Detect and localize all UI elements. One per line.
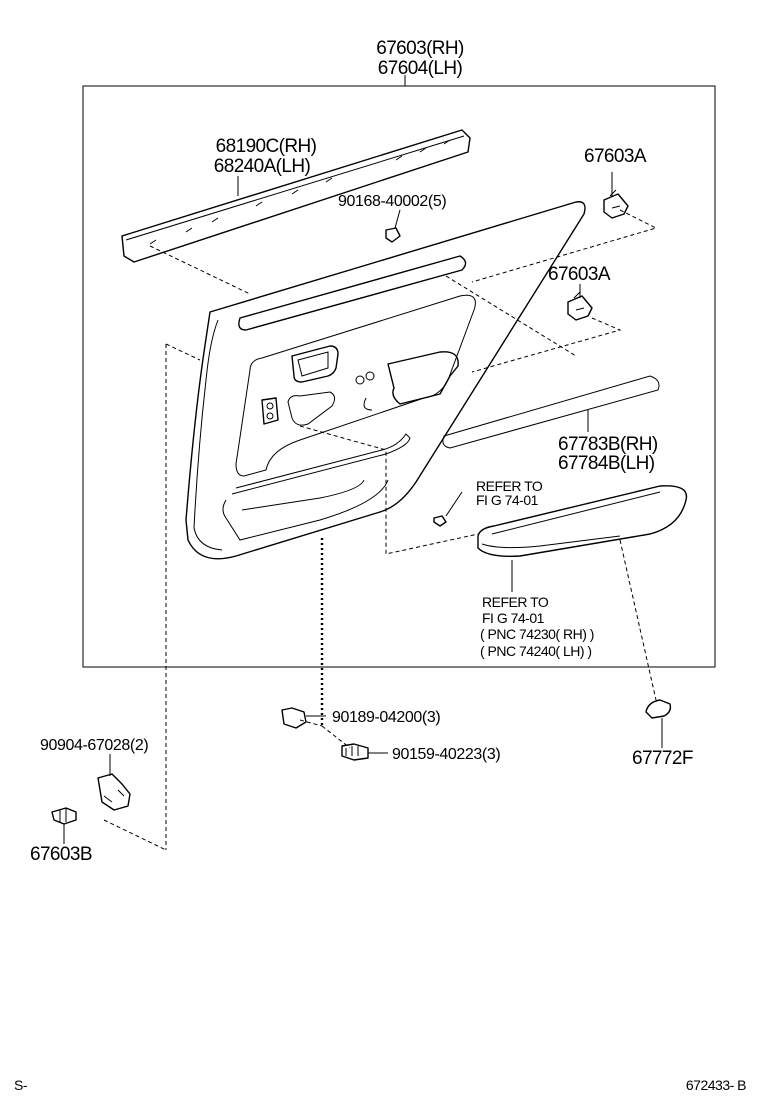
door-trim-panel	[185, 201, 660, 560]
screw-icon	[385, 227, 401, 243]
label-refer-arm-2: FI G 74-01	[482, 610, 545, 626]
belt-weatherstrip	[121, 129, 471, 263]
label-screw-top: 90168-40002(5)	[338, 193, 446, 210]
label-clip-bottom: 90189-04200(3)	[332, 709, 440, 726]
label-molding-lh: 67784B(LH)	[558, 453, 655, 474]
refer-small-leader	[445, 491, 463, 517]
label-pnc-rh: ( PNC 74230( RH) )	[480, 626, 594, 642]
label-belt-rh: 68190C(RH)	[216, 136, 317, 157]
label-refer-small-2: FI G 74-01	[476, 492, 539, 508]
label-clip-top: 67603A	[584, 146, 647, 167]
bracket-icon	[97, 773, 131, 811]
label-pnc-lh: ( PNC 74240( LH) )	[480, 643, 592, 659]
label-molding-rh: 67783B(RH)	[558, 434, 658, 455]
label-screw-bottom: 90159-40223(3)	[392, 746, 500, 763]
assembly-frame	[82, 85, 716, 668]
footer-right: 672433- B	[686, 1077, 746, 1093]
assembly-guides	[103, 209, 658, 851]
clip-icon	[281, 707, 307, 729]
cover-icon	[645, 699, 672, 719]
label-clip-b: 67603B	[30, 844, 92, 865]
armrest	[477, 485, 688, 558]
clip-icon	[51, 807, 77, 825]
screw-icon	[341, 743, 369, 761]
label-refer-small-1: REFER TO	[476, 478, 543, 494]
label-cover: 67772F	[632, 748, 693, 769]
clip-icon	[603, 189, 629, 219]
label-belt-lh: 68240A(LH)	[214, 156, 311, 177]
footer-left: S-	[14, 1077, 28, 1093]
screw-leader	[394, 209, 401, 229]
label-bracket: 90904-67028(2)	[40, 737, 148, 754]
label-trim-lh: 67604(LH)	[378, 58, 463, 79]
label-refer-arm-1: REFER TO	[482, 594, 549, 610]
label-clip-mid: 67603A	[548, 264, 611, 285]
clip-icon	[567, 291, 593, 321]
screw-icon	[433, 515, 447, 527]
label-trim-rh: 67603(RH)	[376, 38, 464, 59]
